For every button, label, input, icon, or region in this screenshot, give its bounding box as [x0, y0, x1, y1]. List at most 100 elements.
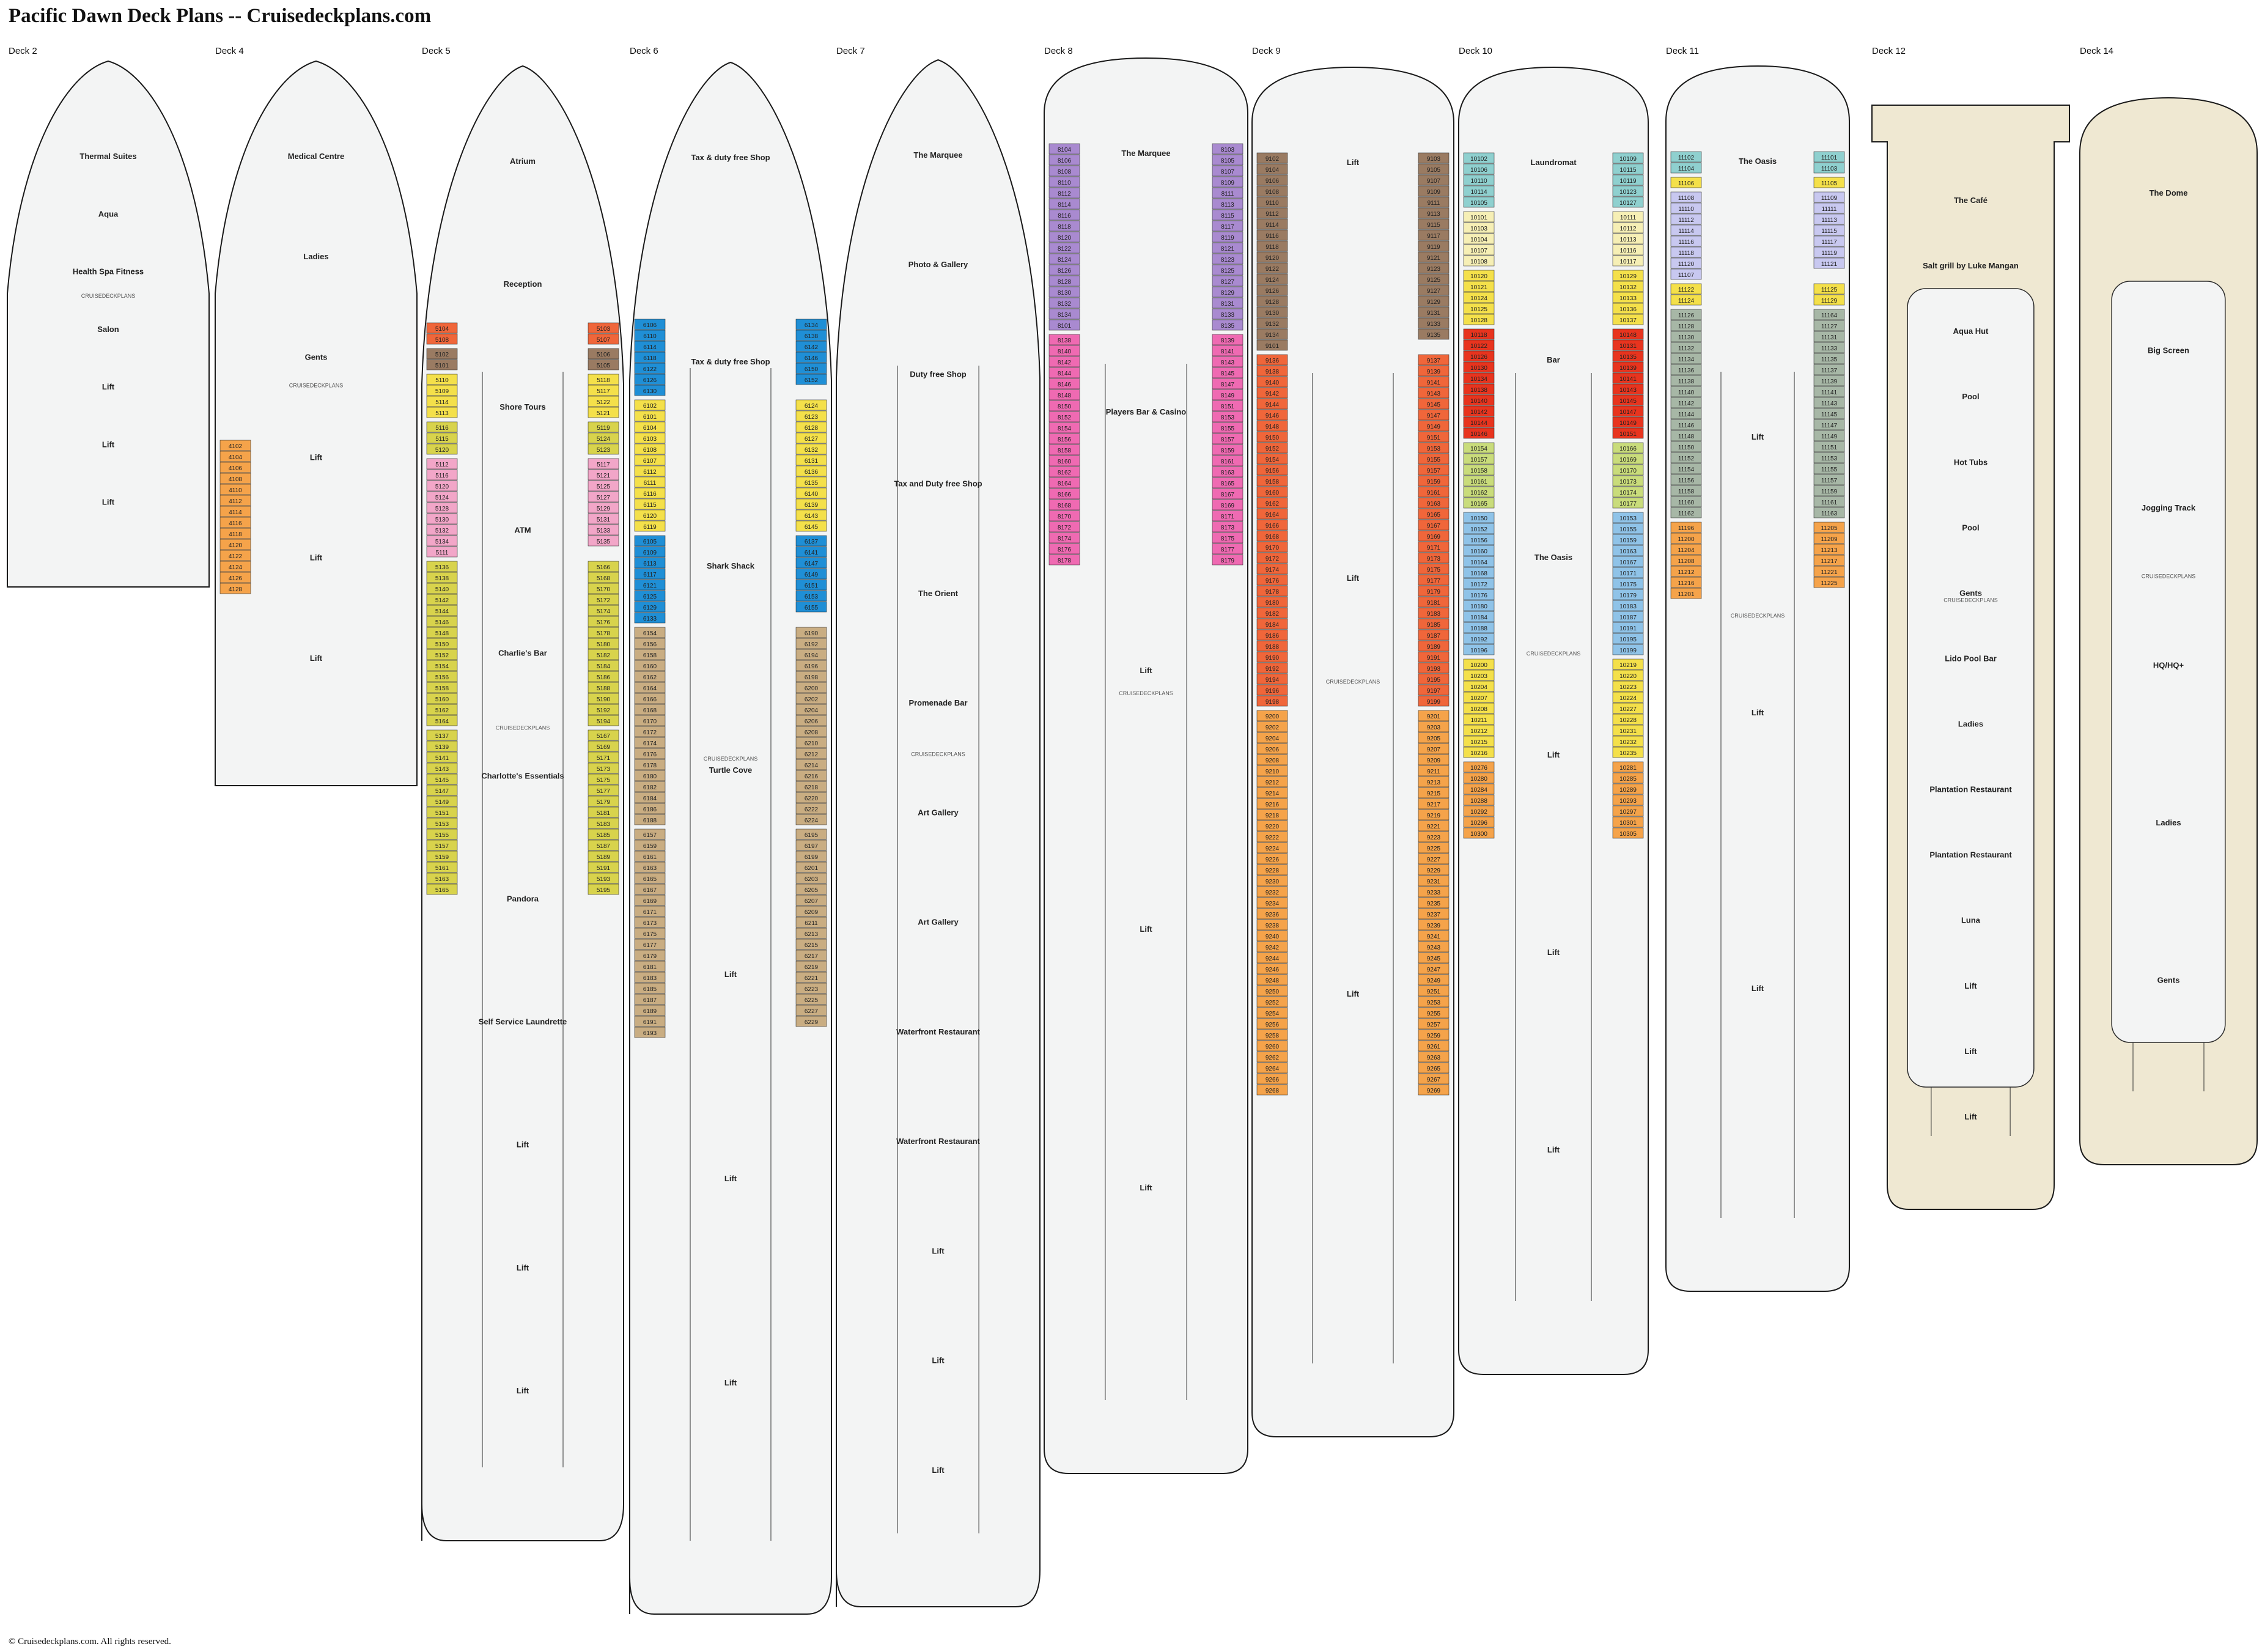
cabin[interactable]: [588, 396, 619, 407]
cabin[interactable]: [1418, 754, 1450, 765]
cabin[interactable]: [1463, 805, 1495, 817]
cabin[interactable]: [588, 682, 619, 693]
cabin[interactable]: [1418, 486, 1450, 498]
cabin[interactable]: [426, 795, 458, 807]
cabin[interactable]: [1256, 229, 1288, 241]
cabin[interactable]: [1256, 853, 1288, 865]
cabin[interactable]: [795, 839, 827, 851]
cabin[interactable]: [1463, 497, 1495, 509]
cabin[interactable]: [1612, 805, 1644, 817]
cabin[interactable]: [1418, 196, 1450, 208]
cabin[interactable]: [634, 443, 666, 455]
cabin[interactable]: [1463, 383, 1495, 395]
cabin[interactable]: [1212, 231, 1243, 243]
cabin[interactable]: [1048, 220, 1080, 232]
cabin[interactable]: [634, 916, 666, 928]
cabin[interactable]: [1418, 864, 1450, 876]
cabin[interactable]: [426, 374, 458, 385]
cabin[interactable]: [1670, 364, 1702, 375]
cabin[interactable]: [426, 649, 458, 660]
cabin[interactable]: [1463, 328, 1495, 340]
cabin[interactable]: [1256, 629, 1288, 641]
cabin[interactable]: [795, 828, 827, 840]
cabin[interactable]: [634, 476, 666, 488]
cabin[interactable]: [1418, 317, 1450, 329]
cabin[interactable]: [1212, 319, 1243, 331]
cabin[interactable]: [634, 649, 666, 660]
cabin[interactable]: [1463, 669, 1495, 681]
cabin[interactable]: [588, 443, 619, 455]
cabin[interactable]: [1418, 273, 1450, 285]
cabin[interactable]: [795, 454, 827, 466]
cabin[interactable]: [1418, 262, 1450, 274]
cabin[interactable]: [588, 795, 619, 807]
cabin[interactable]: [1256, 776, 1288, 787]
cabin[interactable]: [1256, 497, 1288, 509]
cabin[interactable]: [1463, 600, 1495, 611]
cabin[interactable]: [1612, 725, 1644, 736]
cabin[interactable]: [1463, 314, 1495, 325]
cabin[interactable]: [1463, 827, 1495, 839]
cabin[interactable]: [1418, 497, 1450, 509]
cabin[interactable]: [1813, 474, 1845, 485]
cabin[interactable]: [1418, 842, 1450, 854]
cabin[interactable]: [1418, 1007, 1450, 1019]
cabin[interactable]: [1670, 224, 1702, 236]
cabin[interactable]: [1256, 842, 1288, 854]
cabin[interactable]: [1463, 578, 1495, 589]
cabin[interactable]: [1256, 251, 1288, 263]
cabin[interactable]: [1212, 154, 1243, 166]
cabin[interactable]: [634, 781, 666, 792]
cabin[interactable]: [1670, 331, 1702, 342]
cabin[interactable]: [795, 983, 827, 994]
cabin[interactable]: [1048, 319, 1080, 331]
cabin[interactable]: [1670, 235, 1702, 247]
cabin[interactable]: [426, 322, 458, 334]
cabin[interactable]: [1670, 342, 1702, 353]
cabin[interactable]: [588, 693, 619, 704]
cabin[interactable]: [634, 682, 666, 693]
cabin[interactable]: [1463, 244, 1495, 256]
cabin[interactable]: [426, 616, 458, 627]
cabin[interactable]: [426, 839, 458, 851]
cabin[interactable]: [588, 861, 619, 873]
cabin[interactable]: [1212, 554, 1243, 566]
cabin[interactable]: [634, 410, 666, 422]
cabin[interactable]: [634, 421, 666, 433]
cabin[interactable]: [1256, 306, 1288, 318]
cabin[interactable]: [1048, 253, 1080, 265]
cabin[interactable]: [1612, 691, 1644, 703]
cabin[interactable]: [1256, 464, 1288, 476]
cabin[interactable]: [1256, 710, 1288, 721]
cabin[interactable]: [634, 535, 666, 547]
cabin[interactable]: [634, 850, 666, 862]
cabin[interactable]: [1612, 794, 1644, 806]
cabin[interactable]: [588, 561, 619, 572]
cabin[interactable]: [795, 330, 827, 341]
cabin[interactable]: [1256, 376, 1288, 388]
cabin[interactable]: [219, 495, 251, 506]
cabin[interactable]: [1418, 798, 1450, 809]
cabin[interactable]: [634, 671, 666, 682]
cabin[interactable]: [795, 465, 827, 477]
cabin[interactable]: [219, 517, 251, 528]
cabin[interactable]: [634, 352, 666, 363]
cabin[interactable]: [426, 671, 458, 682]
cabin[interactable]: [1612, 427, 1644, 439]
cabin[interactable]: [1612, 211, 1644, 223]
cabin[interactable]: [1463, 644, 1495, 655]
cabin[interactable]: [1418, 629, 1450, 641]
cabin[interactable]: [1048, 477, 1080, 489]
cabin[interactable]: [426, 704, 458, 715]
cabin[interactable]: [1256, 398, 1288, 410]
cabin[interactable]: [1256, 985, 1288, 997]
cabin[interactable]: [1813, 353, 1845, 364]
cabin[interactable]: [1813, 283, 1845, 295]
cabin[interactable]: [1813, 397, 1845, 408]
cabin[interactable]: [634, 660, 666, 671]
cabin[interactable]: [588, 872, 619, 884]
cabin[interactable]: [634, 883, 666, 895]
cabin[interactable]: [1670, 419, 1702, 430]
cabin[interactable]: [1212, 543, 1243, 555]
cabin[interactable]: [588, 649, 619, 660]
